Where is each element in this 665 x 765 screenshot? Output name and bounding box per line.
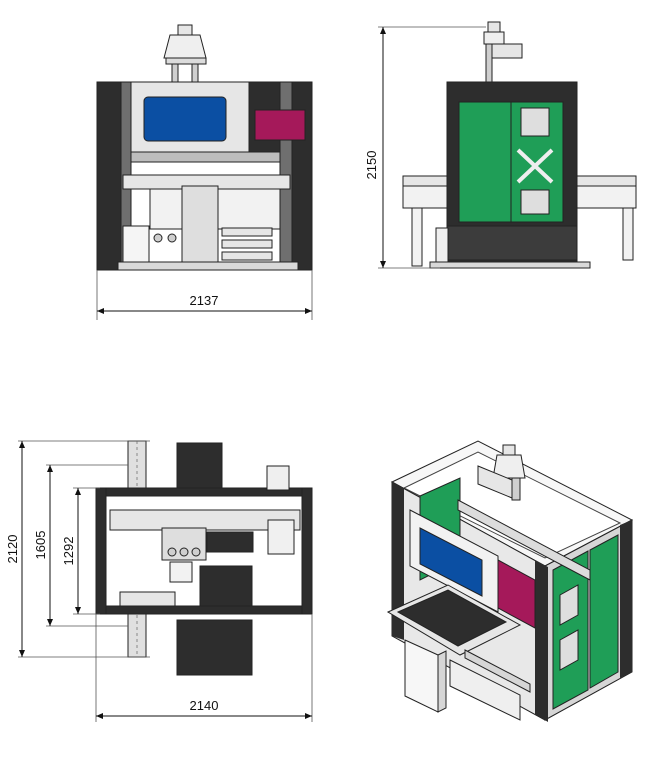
- top-depth-outer-label: 2120: [5, 535, 20, 564]
- front-magenta-panel: [254, 109, 306, 141]
- iso-green-panel-right: [589, 534, 619, 689]
- front-width-label: 2137: [190, 293, 219, 308]
- side-view: 2150: [364, 21, 637, 269]
- front-dust-hood: [163, 24, 207, 85]
- top-depth-inner-label: 1292: [61, 537, 76, 566]
- front-left-post: [96, 81, 122, 271]
- top-depth-mid-label: 1605: [33, 531, 48, 560]
- front-view: 2137: [96, 24, 313, 320]
- top-width-label: 2140: [190, 698, 219, 713]
- iso-screen: [419, 527, 483, 597]
- front-screen: [143, 96, 227, 142]
- top-view: 2120 1605 1292 2140: [5, 440, 313, 722]
- side-height-label: 2150: [364, 151, 379, 180]
- isometric-view: [386, 440, 634, 722]
- front-spindle-column: [181, 185, 219, 265]
- iso-magenta-panel: [497, 559, 536, 629]
- side-green-door-left: [458, 101, 512, 223]
